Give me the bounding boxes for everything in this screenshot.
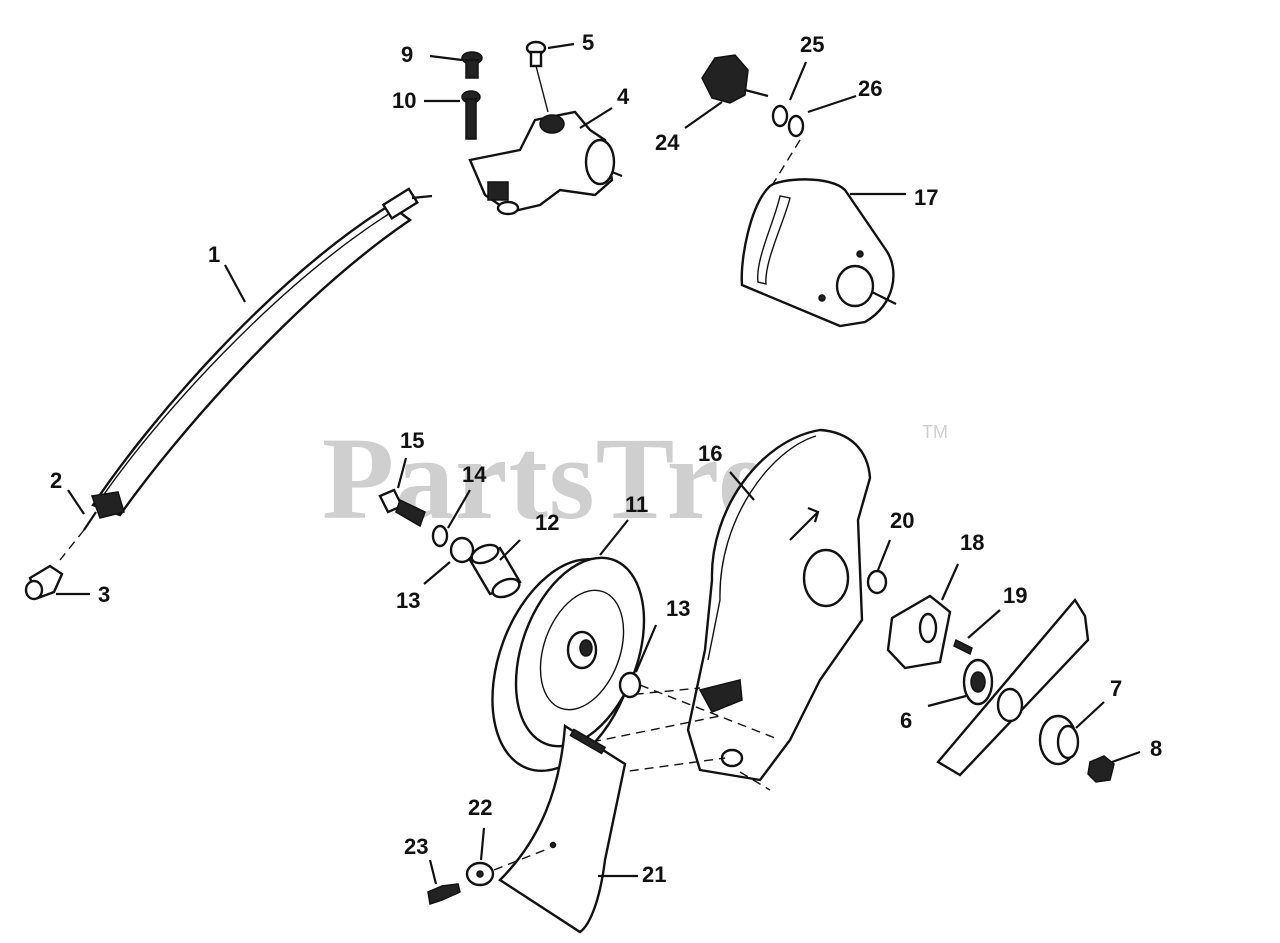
part-11-wheel (491, 556, 646, 773)
part-15-bolt (378, 488, 426, 528)
guide-line-b (591, 715, 721, 743)
callout-18: 18 (960, 530, 984, 555)
part-17-guard-plate (740, 178, 897, 328)
callout-16: 16 (698, 441, 722, 466)
part-13-washer-b (618, 671, 642, 699)
callout-6: 6 (900, 708, 912, 733)
part-1-shaft-tube (90, 187, 433, 519)
part-14-washer (431, 524, 449, 548)
part-8-nut (1087, 755, 1115, 783)
callout-5: 5 (582, 30, 594, 55)
part-10-screw (461, 90, 481, 140)
blade (936, 597, 1090, 777)
guide-line-d (739, 771, 771, 791)
callout-22: 22 (468, 795, 492, 820)
callout-13a: 13 (396, 588, 420, 613)
part-19-screw (953, 638, 973, 656)
callout-9: 9 (401, 42, 413, 67)
callout-24: 24 (655, 130, 680, 155)
part-21-deflector (498, 723, 627, 934)
callout-26: 26 (858, 76, 882, 101)
part-2-shaft-end (59, 511, 97, 561)
part-6-flange (962, 658, 994, 706)
part-22-washer-hole (476, 870, 484, 878)
callout-21: 21 (642, 862, 666, 887)
callout-15: 15 (400, 428, 424, 453)
callout-25: 25 (800, 32, 824, 57)
callout-11: 11 (625, 492, 648, 517)
part-23-screw (427, 883, 461, 905)
callout-3: 3 (98, 582, 110, 607)
callout-19: 19 (1003, 583, 1027, 608)
part-12-spacer (468, 543, 522, 599)
callout-1: 1 (208, 242, 220, 267)
callout-8: 8 (1150, 736, 1162, 761)
callout-13b: 13 (666, 596, 690, 621)
part-25-washer (771, 104, 789, 128)
part-4-gear-head (468, 110, 623, 216)
part-24-knob (701, 54, 769, 104)
part-16-blade-guard (686, 428, 872, 782)
part-3-ferrule (24, 564, 64, 601)
watermark-trademark: TM (922, 422, 948, 442)
callout-2: 2 (50, 468, 62, 493)
part-20-bushing (866, 569, 888, 595)
callout-4: 4 (617, 84, 630, 109)
callout-7: 7 (1110, 676, 1122, 701)
callout-labels: 1 2 3 4 5 6 7 8 9 10 11 12 13 13 14 15 1… (50, 30, 1162, 887)
callout-23: 23 (404, 834, 428, 859)
callout-12: 12 (535, 510, 559, 535)
part-5-screw (525, 40, 549, 113)
part-9-screw (461, 51, 483, 79)
part-26-washer (787, 114, 805, 138)
guide-line-e (639, 684, 776, 739)
callout-17: 17 (914, 185, 938, 210)
part-18-plate (886, 594, 952, 670)
part-7-cup-washer (1038, 714, 1080, 766)
guide-line-22 (493, 847, 551, 871)
leader-lines (56, 42, 1141, 885)
part-13-washer-a (449, 536, 475, 564)
callout-10: 10 (392, 88, 416, 113)
callout-14: 14 (462, 462, 487, 487)
callout-20: 20 (890, 508, 914, 533)
